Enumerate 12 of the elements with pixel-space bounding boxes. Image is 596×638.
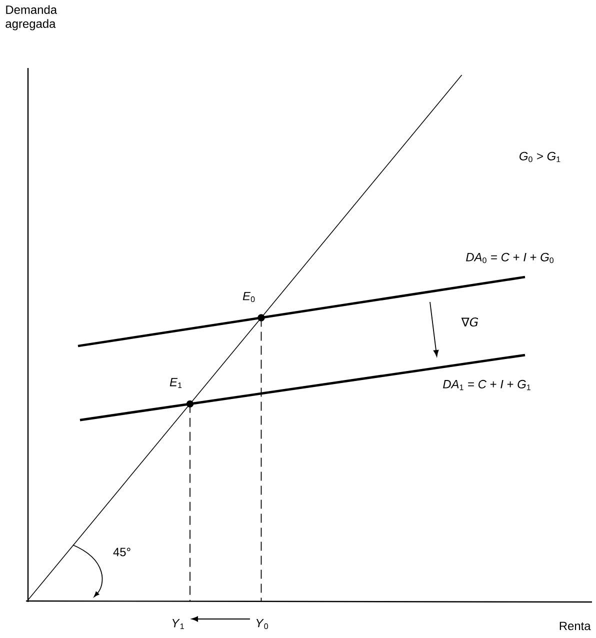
axis-value: Y$_{0}$ <box>256 618 268 630</box>
point-label: E$_{1}$ <box>170 378 182 388</box>
condition-label: G$_{0}$ > G$_{1}$ <box>520 152 560 162</box>
axis-value: Y$_{1}$ <box>172 619 184 629</box>
curve-label: DA$_{0}$ = C + I + G$_{0}$ <box>466 252 554 264</box>
arrow <box>191 616 250 622</box>
angle-label: 45° <box>113 548 130 556</box>
axis-title: Renta <box>560 622 591 630</box>
point-label: E$_{0}$ <box>242 292 255 302</box>
curve-label: DA$_{1}$ = C + I + G$_{1}$ <box>443 380 530 390</box>
axis-title: Demanda agregada <box>6 5 58 30</box>
shift-label: ∇G <box>461 317 478 327</box>
